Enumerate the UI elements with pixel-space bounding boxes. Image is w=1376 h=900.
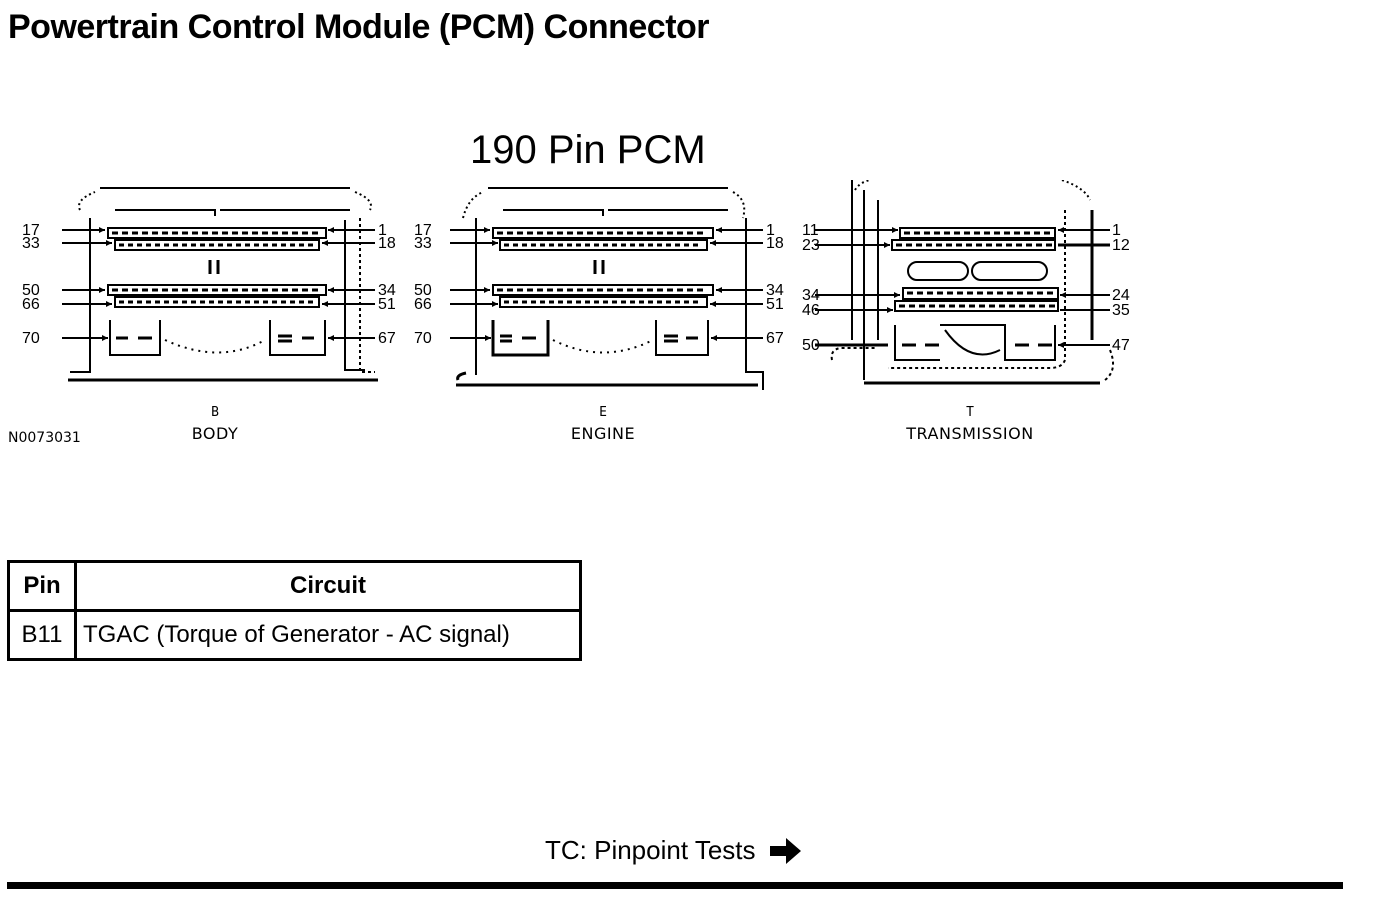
pinpoint-tests-label[interactable]: TC: Pinpoint Tests	[545, 835, 756, 865]
pin-label: 34	[378, 282, 396, 299]
connector-letter: E	[599, 405, 607, 420]
connector-engine: 17 33 50 66 70 1 18 34 51 67 E ENGINE	[408, 180, 798, 443]
pin-label: 51	[378, 296, 396, 313]
pin-label: 34	[766, 282, 784, 299]
pin-label: 1	[378, 222, 387, 239]
pin-label: 34	[802, 287, 820, 304]
connector-transmission: 11 23 34 46 50 1 12 24 35 47 T TRANSMISS…	[800, 180, 1140, 443]
pin-label: 18	[766, 235, 784, 252]
pin-label: 50	[802, 337, 820, 354]
pin-label: 17	[414, 222, 432, 239]
pin-label: 35	[1112, 302, 1130, 319]
pin-label: 50	[414, 282, 432, 299]
pin-label: 12	[1112, 237, 1130, 254]
pin-label: 66	[22, 296, 40, 313]
connector-body: 17 33 50 66 70 1 18 34 51 67 B BODY	[20, 180, 410, 443]
pin-circuit-table: Pin Circuit B11 TGAC (Torque of Generato…	[7, 560, 582, 661]
pin-label: 67	[378, 330, 396, 347]
pin-label: 50	[22, 282, 40, 299]
connector-letter: T	[966, 405, 974, 420]
pin-label: 33	[22, 235, 40, 252]
pin-label: 67	[766, 330, 784, 347]
figure-id: N0073031	[8, 430, 81, 446]
table-header-row: Pin Circuit	[7, 560, 582, 612]
pin-label: 46	[802, 302, 820, 319]
connector-letter: B	[211, 405, 219, 420]
pin-label: 66	[414, 296, 432, 313]
connector-body-drawing: 17 33 50 66 70 1 18 34 51 67	[22, 187, 396, 382]
column-header-pin: Pin	[7, 560, 77, 612]
pcm-connector-diagram: 190 Pin PCM	[0, 120, 1376, 460]
diagram-title: 190 Pin PCM	[470, 128, 706, 172]
connector-name: ENGINE	[570, 424, 636, 443]
table-row: B11 TGAC (Torque of Generator - AC signa…	[7, 609, 582, 661]
pin-label: 51	[766, 296, 784, 313]
pin-label: 11	[802, 222, 819, 239]
connector-engine-drawing: 17 33 50 66 70 1 18 34 51 67	[414, 187, 784, 390]
column-header-circuit: Circuit	[74, 560, 582, 612]
page-title: Powertrain Control Module (PCM) Connecto…	[8, 8, 710, 46]
pin-cell: B11	[7, 609, 77, 661]
pin-label: 1	[766, 222, 775, 239]
pin-label: 24	[1112, 287, 1130, 304]
pin-label: 47	[1112, 337, 1130, 354]
pin-label: 70	[414, 330, 432, 347]
pin-label: 70	[22, 330, 40, 347]
pin-label: 23	[802, 237, 820, 254]
circuit-cell: TGAC (Torque of Generator - AC signal)	[74, 609, 582, 661]
pinpoint-tests-link[interactable]: TC: Pinpoint Tests	[545, 835, 802, 866]
pin-label: 17	[22, 222, 40, 239]
pin-label: 1	[1112, 222, 1121, 239]
connector-name: TRANSMISSION	[906, 424, 1034, 443]
bottom-divider	[7, 882, 1343, 889]
pin-label: 18	[378, 235, 396, 252]
connector-transmission-drawing: 11 23 34 46 50 1 12 24 35 47	[802, 180, 1130, 385]
right-arrow-icon[interactable]	[769, 837, 802, 865]
connector-name: BODY	[191, 424, 239, 443]
pin-label: 33	[414, 235, 432, 252]
